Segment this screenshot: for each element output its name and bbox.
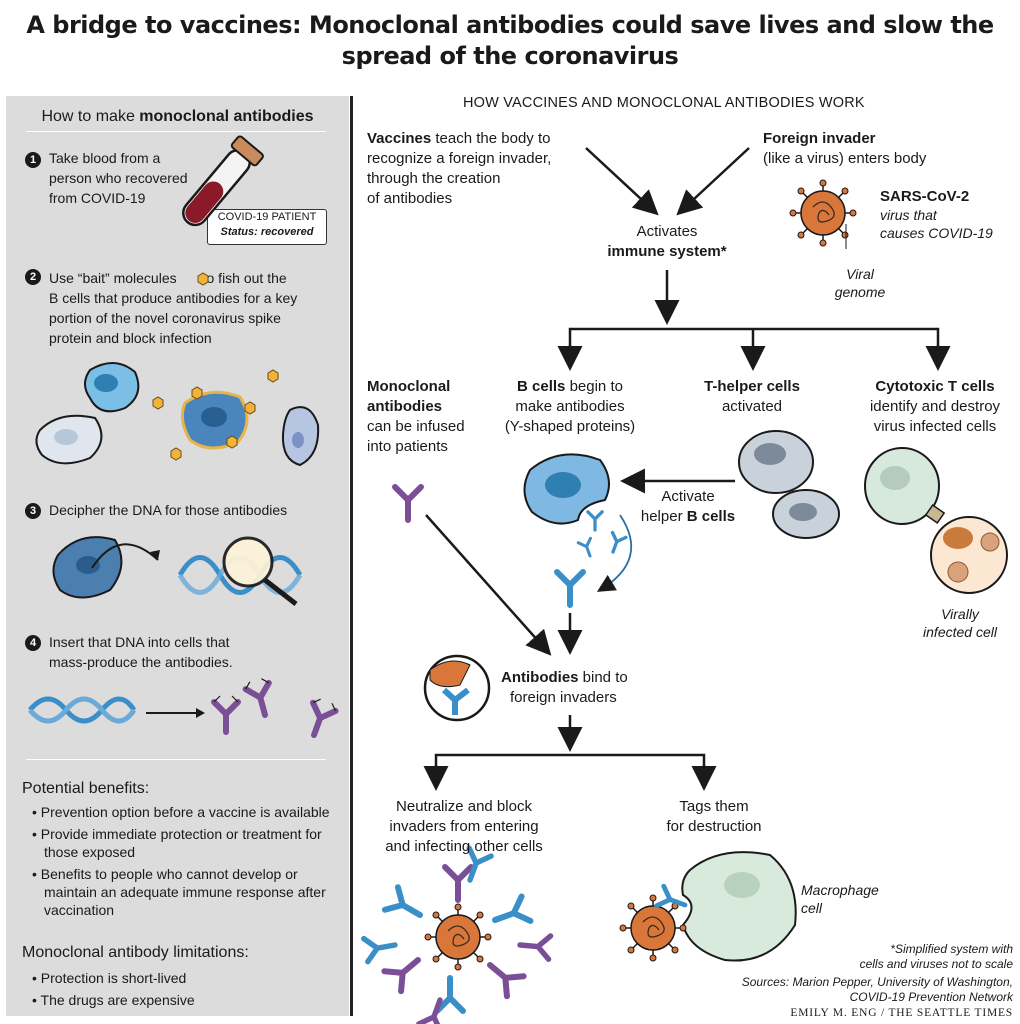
limitation-item: • The drugs are expensive [32,992,195,1008]
page-title: A bridge to vaccines: Monoclonal antibod… [0,10,1020,72]
patient-label: COVID-19 PATIENT Status: recovered [207,209,327,245]
benefits-title: Potential benefits: [22,780,150,797]
foreign-invader-text: Foreign invader (like a virus) enters bo… [763,130,927,167]
step-1-number: 1 [25,152,41,168]
cytotoxic-t-cell-illustration [864,447,1008,594]
dna-decipher-illustration [52,536,303,606]
activates-immune-text: Activates immune system* [607,223,727,260]
virally-infected-label: Virally infected cell [923,606,997,640]
sidebar-title: How to make monoclonal antibodies [41,108,314,125]
footnote: *Simplified system with cells and viruse… [859,942,1013,971]
t-helper-text: T-helper cells activated [704,378,800,415]
limitations-title: Monoclonal antibody limitations: [22,944,249,961]
monoclonal-antibody-icon [395,487,421,520]
b-cells-text: B cells begin to make antibodies (Y-shap… [504,378,636,435]
sidebar-title-underline [26,131,326,132]
title-line-1: A bridge to vaccines: Monoclonal antibod… [26,11,994,39]
credit-line: EMILY M. ENG / THE SEATTLE TIMES [790,1007,1013,1019]
benefit-item: • Benefits to people who cannot develop … [32,866,326,918]
neutralize-cluster-illustration [364,848,551,1024]
title-line-2: spread of the coronavirus [341,42,679,70]
main-heading: HOW VACCINES AND MONOCLONAL ANTIBODIES W… [463,95,865,111]
sidebar-divider-line [26,759,326,760]
antibodies-bind-text: Antibodies bind to foreign invaders [501,669,628,706]
neutralize-text: Neutralize and block invaders from enter… [385,798,543,855]
tags-text: Tags them for destruction [666,798,762,835]
dna-to-antibodies-illustration [28,677,338,739]
step-4-number: 4 [25,635,41,651]
sidebar-divider [350,96,353,1016]
viral-genome-label: Viral genome [834,266,886,300]
limitation-item: • Protection is short-lived [32,970,187,986]
limitations-list: • Protection is short-lived • The drugs … [32,969,337,1009]
b-cells-illustration [35,362,320,467]
step-2-number: 2 [25,269,41,285]
antibody-binding-inset [423,654,491,722]
activate-helper-text: Activate helper B cells [640,488,736,525]
step-3-number: 3 [25,503,41,519]
monoclonal-text: Monoclonal antibodies can be infused int… [367,378,465,455]
benefit-item: • Provide immediate protection or treatm… [32,826,322,860]
step-1-text: Take blood from a person who recovered f… [49,150,188,206]
sources: Sources: Marion Pepper, University of Wa… [741,975,1013,1004]
b-cell-illustration [523,453,633,605]
step-3-text: Decipher the DNA for those antibodies [49,502,288,518]
test-tube-icon [182,135,264,227]
t-helper-cells-illustration [738,430,840,539]
benefit-item: • Prevention option before a vaccine is … [32,804,330,820]
cytotoxic-text: Cytotoxic T cells identify and destroy v… [869,378,1001,435]
step-4-text: Insert that DNA into cells that mass-pro… [49,634,233,670]
vaccines-text: Vaccines teach the body to recognize a f… [367,130,552,207]
sars-cov-2-label: SARS-CoV-2 virus that causes COVID-19 [880,188,993,241]
macrophage-label: Macrophage cell [801,882,879,916]
flow-arrows [423,147,951,791]
benefits-list: • Prevention option before a vaccine is … [32,803,337,919]
macrophage-illustration [619,851,797,962]
